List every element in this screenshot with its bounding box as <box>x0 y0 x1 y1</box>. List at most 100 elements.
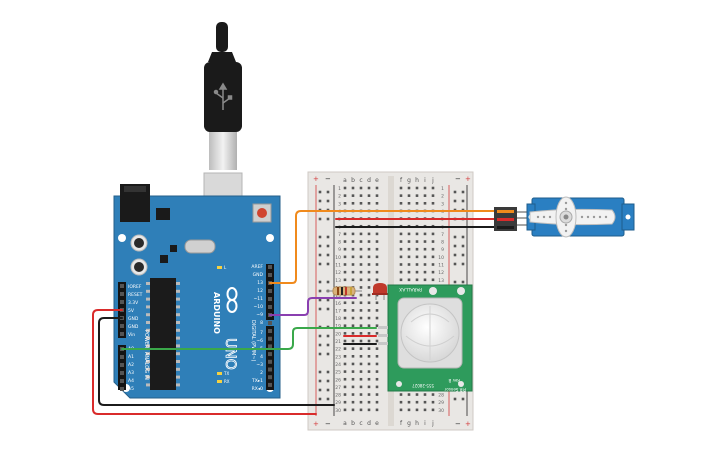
breadboard-hole[interactable] <box>359 194 363 197</box>
breadboard-hole[interactable] <box>423 270 427 274</box>
breadboard-hole[interactable] <box>343 377 347 381</box>
breadboard-hole[interactable] <box>367 278 371 282</box>
rail-hole[interactable] <box>326 379 330 383</box>
rail-hole[interactable] <box>461 397 465 401</box>
breadboard-hole[interactable] <box>359 270 363 274</box>
rail-hole[interactable] <box>453 280 457 284</box>
breadboard-hole[interactable] <box>423 263 427 266</box>
rail-hole[interactable] <box>318 388 322 392</box>
breadboard-hole[interactable] <box>343 263 347 266</box>
breadboard-hole[interactable] <box>343 339 347 343</box>
breadboard-hole[interactable] <box>415 270 419 274</box>
breadboard-hole[interactable] <box>375 255 379 259</box>
breadboard-hole[interactable] <box>399 247 403 251</box>
breadboard-hole[interactable] <box>367 232 371 236</box>
rail-hole[interactable] <box>318 289 322 293</box>
breadboard-hole[interactable] <box>351 202 355 205</box>
breadboard-hole[interactable] <box>375 393 379 396</box>
breadboard-hole[interactable] <box>343 232 347 236</box>
header-pin[interactable] <box>268 289 272 293</box>
wire-5v[interactable] <box>92 309 317 415</box>
breadboard-hole[interactable] <box>407 232 411 236</box>
breadboard-hole[interactable] <box>423 408 427 412</box>
breadboard-hole[interactable] <box>399 186 403 190</box>
breadboard-hole[interactable] <box>375 232 379 236</box>
breadboard-hole[interactable] <box>343 355 347 358</box>
rail-hole[interactable] <box>326 235 330 239</box>
breadboard-hole[interactable] <box>359 347 363 350</box>
arduino-uno-board[interactable]: IOREF RESET 3.3V 5V GND GND Vin A0 A1 A2… <box>113 184 281 399</box>
breadboard-hole[interactable] <box>431 240 435 243</box>
rail-hole[interactable] <box>326 307 330 311</box>
breadboard-hole[interactable] <box>359 370 363 373</box>
breadboard-hole[interactable] <box>343 202 347 205</box>
breadboard-hole[interactable] <box>415 202 419 205</box>
breadboard-hole[interactable] <box>359 385 363 389</box>
breadboard-hole[interactable] <box>415 240 419 243</box>
rail-hole[interactable] <box>318 244 322 248</box>
breadboard-hole[interactable] <box>375 385 379 389</box>
wire-signal-servo[interactable] <box>269 210 498 284</box>
rail-hole[interactable] <box>326 388 330 392</box>
rail-hole[interactable] <box>318 280 322 284</box>
rail-hole[interactable] <box>326 334 330 338</box>
breadboard-hole[interactable] <box>343 400 347 404</box>
breadboard-hole[interactable] <box>367 293 371 297</box>
rail-hole[interactable] <box>318 379 322 383</box>
breadboard-hole[interactable] <box>359 263 363 266</box>
breadboard-hole[interactable] <box>423 255 427 259</box>
breadboard-hole[interactable] <box>399 393 403 396</box>
rail-hole[interactable] <box>461 190 465 194</box>
breadboard-hole[interactable] <box>359 232 363 236</box>
breadboard-hole[interactable] <box>399 278 403 282</box>
breadboard-hole[interactable] <box>367 362 371 366</box>
breadboard-hole[interactable] <box>343 347 347 350</box>
breadboard-hole[interactable] <box>367 202 371 205</box>
breadboard-hole[interactable] <box>367 286 371 289</box>
breadboard-hole[interactable] <box>415 393 419 396</box>
breadboard-hole[interactable] <box>407 240 411 243</box>
led[interactable] <box>372 283 388 300</box>
breadboard-hole[interactable] <box>351 301 355 305</box>
rail-hole[interactable] <box>461 199 465 203</box>
breadboard-hole[interactable] <box>343 370 347 373</box>
rail-hole[interactable] <box>453 190 457 194</box>
breadboard-hole[interactable] <box>431 202 435 205</box>
breadboard-hole[interactable] <box>367 186 371 190</box>
rail-hole[interactable] <box>326 190 330 194</box>
breadboard-hole[interactable] <box>343 316 347 320</box>
breadboard-hole[interactable] <box>367 270 371 274</box>
breadboard-hole[interactable] <box>367 240 371 243</box>
breadboard-hole[interactable] <box>359 362 363 366</box>
breadboard-hole[interactable] <box>415 232 419 236</box>
breadboard-hole[interactable] <box>399 255 403 259</box>
header-pin[interactable] <box>268 321 272 325</box>
breadboard-hole[interactable] <box>359 316 363 320</box>
breadboard-hole[interactable] <box>343 301 347 305</box>
breadboard-hole[interactable] <box>343 393 347 396</box>
breadboard-hole[interactable] <box>367 393 371 396</box>
rail-hole[interactable] <box>318 253 322 257</box>
breadboard-hole[interactable] <box>359 278 363 282</box>
breadboard-hole[interactable] <box>399 240 403 243</box>
header-pin[interactable] <box>268 265 272 269</box>
breadboard-hole[interactable] <box>367 301 371 305</box>
breadboard-hole[interactable] <box>351 247 355 251</box>
breadboard-hole[interactable] <box>367 400 371 404</box>
breadboard-hole[interactable] <box>367 263 371 266</box>
breadboard-hole[interactable] <box>367 370 371 373</box>
breadboard-hole[interactable] <box>399 194 403 197</box>
breadboard-hole[interactable] <box>375 263 379 266</box>
rail-hole[interactable] <box>326 253 330 257</box>
rail-hole[interactable] <box>453 235 457 239</box>
header-pin[interactable] <box>120 355 124 359</box>
rail-hole[interactable] <box>326 298 330 302</box>
usb-cable[interactable] <box>203 22 243 224</box>
breadboard-hole[interactable] <box>359 355 363 358</box>
breadboard-hole[interactable] <box>415 186 419 190</box>
header-pin[interactable] <box>268 359 272 364</box>
breadboard-hole[interactable] <box>367 339 371 343</box>
wire-led[interactable] <box>269 297 357 316</box>
breadboard-hole[interactable] <box>351 393 355 396</box>
breadboard-hole[interactable] <box>423 247 427 251</box>
